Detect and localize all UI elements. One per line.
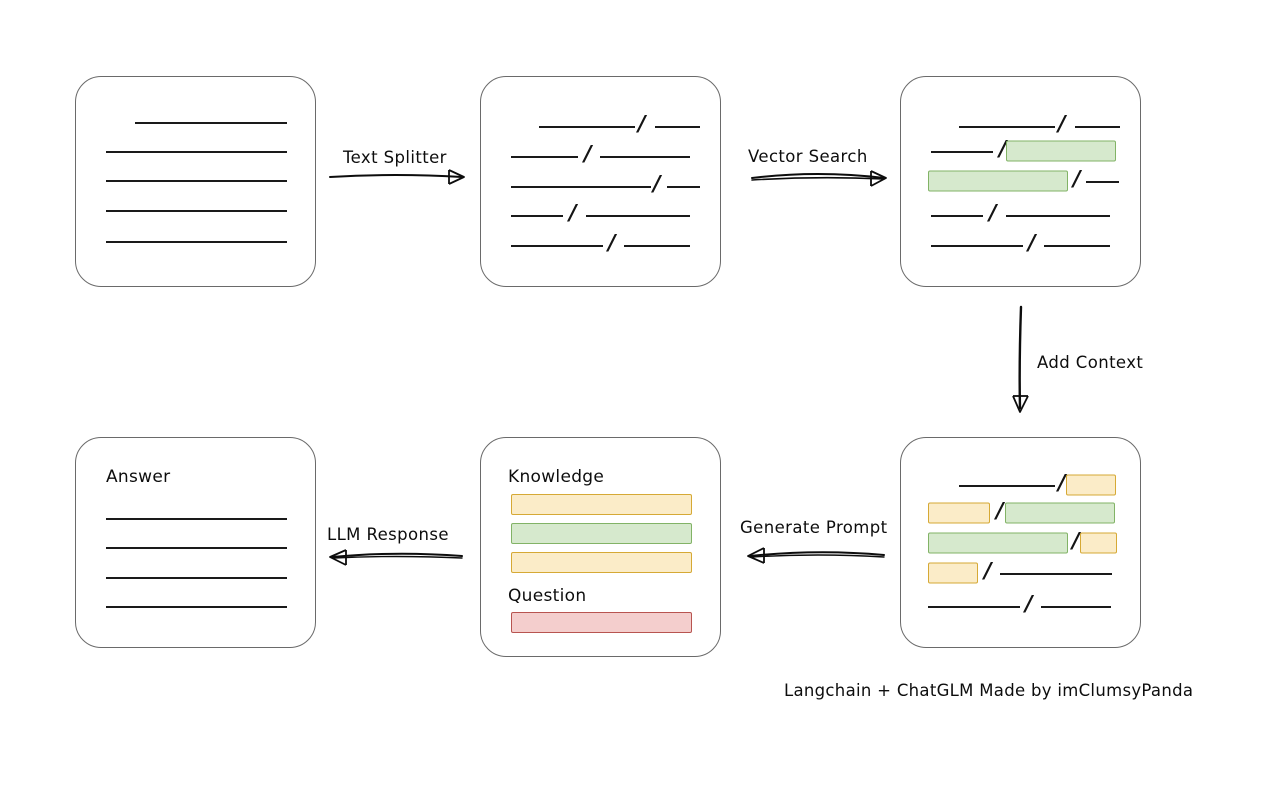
matched-document-text-line	[1044, 245, 1110, 247]
arrow-label-generate-prompt: Generate Prompt	[740, 518, 888, 537]
context-document-text-line	[1041, 606, 1111, 608]
context-document-green-highlight-chip[interactable]	[1005, 502, 1115, 524]
answer-card-box[interactable]	[75, 437, 316, 648]
prompt-knowledge-yellow-bar[interactable]	[511, 552, 692, 573]
split-document-box[interactable]	[480, 76, 721, 287]
context-document-yellow-highlight-chip[interactable]	[1066, 474, 1116, 496]
vector-search-arrow	[751, 170, 887, 187]
context-document-separator-slash: /	[1058, 470, 1066, 495]
arrow-label-llm-response: LLM Response	[327, 525, 449, 544]
llm-response-arrow	[329, 549, 463, 566]
split-document-separator-slash: /	[584, 141, 592, 166]
context-document-yellow-highlight-chip[interactable]	[928, 502, 990, 524]
text-splitter-arrow	[329, 169, 465, 185]
context-document-separator-slash: /	[984, 558, 992, 583]
matched-document-separator-slash: /	[989, 200, 997, 225]
arrow-label-add-context: Add Context	[1037, 353, 1144, 372]
matched-document-green-highlight-chip[interactable]	[1006, 140, 1116, 162]
context-document-yellow-highlight-chip[interactable]	[928, 562, 978, 584]
split-document-text-line	[511, 186, 651, 188]
split-document-text-line	[539, 126, 635, 128]
split-document-text-line	[624, 245, 690, 247]
source-document-text-line	[106, 210, 287, 212]
arrow-label-text-splitter: Text Splitter	[343, 148, 447, 167]
matched-document-separator-slash: /	[999, 136, 1007, 161]
source-document-text-line	[106, 151, 287, 153]
matched-document-text-line	[959, 126, 1055, 128]
split-document-text-line	[511, 156, 578, 158]
matched-document-separator-slash: /	[1028, 230, 1036, 255]
context-document-text-line	[959, 485, 1055, 487]
answer-card-text-line	[106, 606, 287, 608]
answer-card-title: Answer	[106, 467, 171, 487]
split-document-text-line	[511, 215, 563, 217]
footer-credit: Langchain + ChatGLM Made by imClumsyPand…	[784, 681, 1194, 700]
matched-document-text-line	[931, 215, 983, 217]
matched-document-text-line	[1006, 215, 1110, 217]
answer-card-text-line	[106, 547, 287, 549]
context-document-text-line	[1000, 573, 1112, 575]
prompt-question-red-bar[interactable]	[511, 612, 692, 633]
prompt-knowledge-green-bar[interactable]	[511, 523, 692, 544]
prompt-section-title-knowledge: Knowledge	[508, 467, 605, 487]
split-document-text-line	[667, 186, 700, 188]
context-document-separator-slash: /	[1072, 528, 1080, 553]
split-document-text-line	[511, 245, 603, 247]
context-document-green-highlight-chip[interactable]	[928, 532, 1068, 554]
matched-document-green-highlight-chip[interactable]	[928, 170, 1068, 192]
prompt-section-title-question: Question	[508, 586, 587, 606]
context-document-separator-slash: /	[996, 498, 1004, 523]
matched-document-text-line	[931, 151, 993, 153]
source-document-text-line	[106, 180, 287, 182]
matched-document-separator-slash: /	[1058, 111, 1066, 136]
split-document-separator-slash: /	[638, 111, 646, 136]
matched-document-text-line	[931, 245, 1023, 247]
split-document-separator-slash: /	[569, 200, 577, 225]
split-document-text-line	[586, 215, 690, 217]
split-document-separator-slash: /	[608, 230, 616, 255]
arrow-label-vector-search: Vector Search	[748, 147, 868, 166]
matched-document-text-line	[1075, 126, 1120, 128]
prompt-knowledge-yellow-bar[interactable]	[511, 494, 692, 515]
matched-document-separator-slash: /	[1073, 166, 1081, 191]
generate-prompt-arrow	[747, 547, 885, 564]
split-document-text-line	[655, 126, 700, 128]
split-document-text-line	[600, 156, 690, 158]
answer-card-text-line	[106, 577, 287, 579]
context-document-separator-slash: /	[1025, 591, 1033, 616]
add-context-arrow	[1012, 305, 1029, 413]
context-document-yellow-highlight-chip[interactable]	[1080, 532, 1117, 554]
matched-document-text-line	[1086, 181, 1119, 183]
answer-card-text-line	[106, 518, 287, 520]
context-document-text-line	[928, 606, 1020, 608]
source-document-text-line	[106, 241, 287, 243]
split-document-separator-slash: /	[653, 171, 661, 196]
source-document-text-line	[135, 122, 287, 124]
